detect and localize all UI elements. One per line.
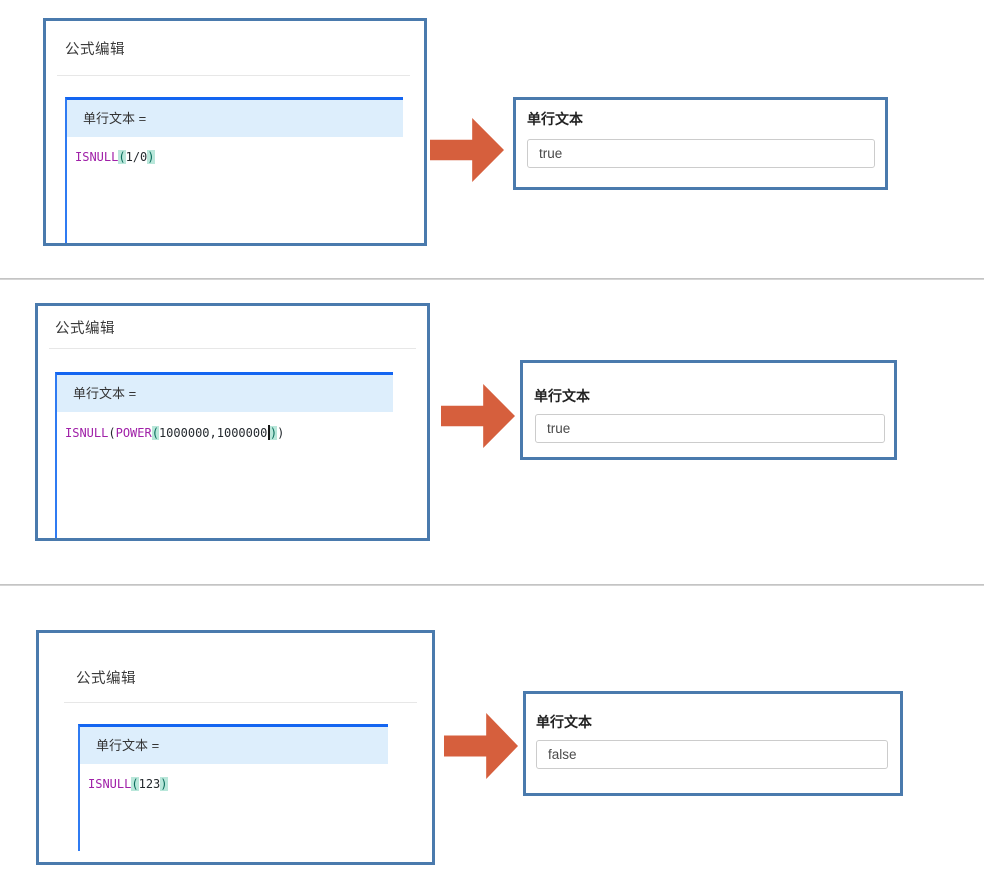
formula-editor-panel: 公式编辑 单行文本 = ISNULL(123) [36, 630, 435, 865]
result-input[interactable]: true [535, 414, 885, 443]
code-segment: ) [269, 426, 278, 440]
code-segment: ) [147, 150, 155, 164]
panel-title: 公式编辑 [65, 42, 125, 58]
title-divider [57, 75, 410, 76]
result-field-label: 单行文本 [536, 714, 592, 730]
field-header: 单行文本 = [57, 375, 393, 412]
text-cursor [268, 425, 270, 440]
arrow-right-icon [444, 713, 518, 779]
code-segment: ) [160, 777, 168, 791]
formula-editor[interactable]: 单行文本 = ISNULL(123) [78, 724, 388, 851]
result-input[interactable]: true [527, 139, 875, 168]
formula-code[interactable]: ISNULL(POWER(1000000,1000000)) [57, 412, 393, 440]
section-divider [0, 584, 984, 586]
code-segment: ISNULL [75, 150, 119, 164]
result-panel: 单行文本 false [523, 691, 903, 796]
formula-editor-panel: 公式编辑 单行文本 = ISNULL(POWER(1000000,1000000… [35, 303, 430, 541]
code-segment: 1000000,1000000 [158, 426, 268, 440]
code-segment: ( [108, 426, 116, 440]
result-field-label: 单行文本 [534, 388, 590, 404]
code-segment: 123 [138, 777, 161, 791]
section-divider [0, 278, 984, 280]
arrow-right-icon [441, 384, 515, 448]
code-segment: POWER [115, 426, 152, 440]
title-divider [64, 702, 417, 703]
panel-title: 公式编辑 [76, 671, 136, 687]
result-field-label: 单行文本 [527, 111, 583, 127]
title-divider [49, 348, 416, 349]
result-panel: 单行文本 true [520, 360, 897, 460]
formula-editor-panel: 公式编辑 单行文本 = ISNULL(1/0) [43, 18, 427, 246]
code-segment: ) [277, 426, 285, 440]
arrow-right-icon [430, 118, 504, 182]
code-segment: ISNULL [65, 426, 109, 440]
panel-title: 公式编辑 [55, 321, 115, 337]
code-segment: ( [118, 150, 126, 164]
result-panel: 单行文本 true [513, 97, 888, 190]
formula-code[interactable]: ISNULL(1/0) [67, 137, 403, 164]
field-header: 单行文本 = [67, 100, 403, 137]
formula-editor[interactable]: 单行文本 = ISNULL(POWER(1000000,1000000)) [55, 372, 393, 538]
code-segment: 1/0 [125, 150, 148, 164]
formula-editor[interactable]: 单行文本 = ISNULL(1/0) [65, 97, 403, 243]
field-header: 单行文本 = [80, 727, 388, 764]
code-segment: ( [151, 426, 159, 440]
code-segment: ISNULL [88, 777, 132, 791]
result-input[interactable]: false [536, 740, 888, 769]
formula-code[interactable]: ISNULL(123) [80, 764, 388, 791]
code-segment: ( [131, 777, 139, 791]
